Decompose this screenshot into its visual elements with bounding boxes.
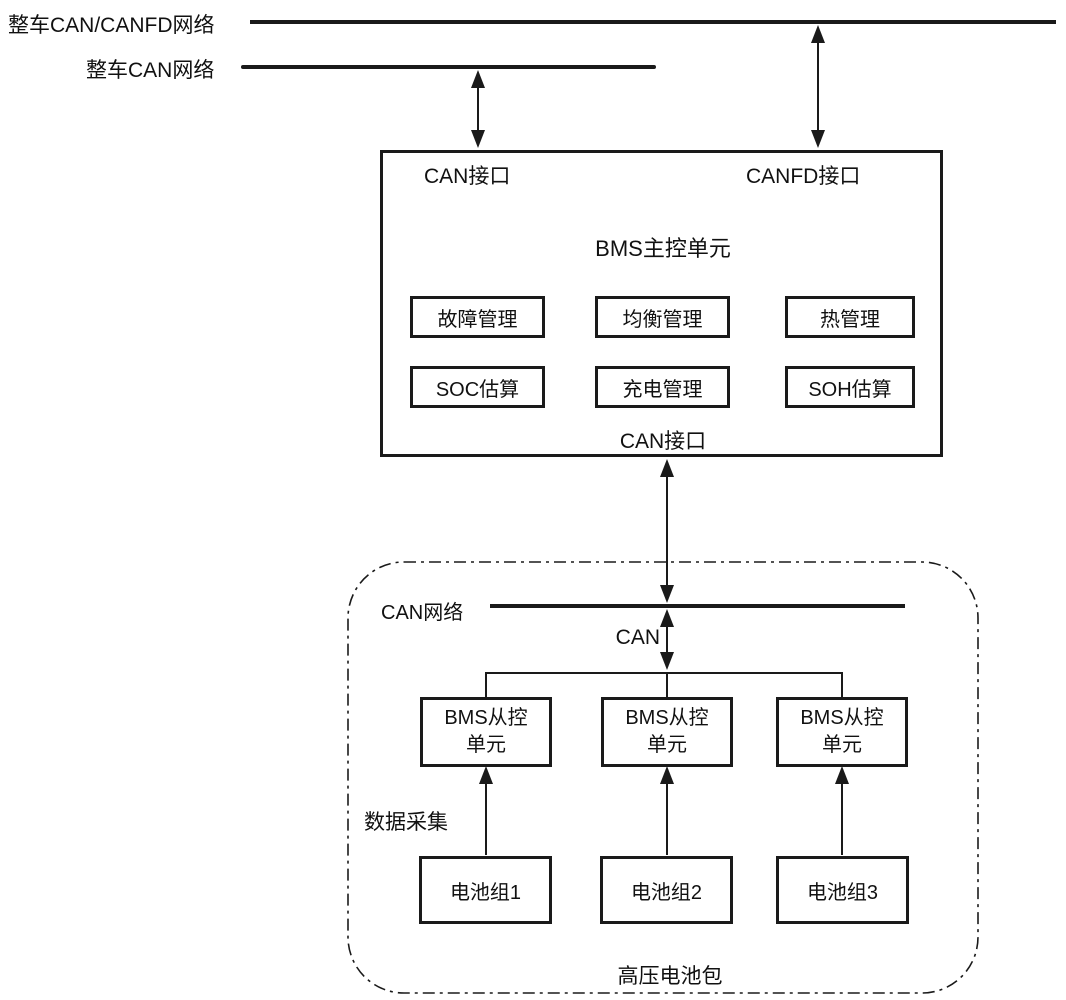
data-acquisition-arrow-2 bbox=[660, 766, 674, 855]
slave-unit-box-2: BMS从控单元 bbox=[601, 697, 733, 767]
slave-unit-label: BMS从控单元 bbox=[625, 707, 709, 756]
canfd-port-arrow bbox=[811, 25, 825, 148]
vehicle-can-bus-label: 整车CAN网络 bbox=[86, 59, 215, 82]
module-balance-management: 均衡管理 bbox=[595, 296, 730, 338]
module-fault-management: 故障管理 bbox=[410, 296, 545, 338]
slave-unit-box-1: BMS从控单元 bbox=[420, 697, 552, 767]
slave-unit-box-3: BMS从控单元 bbox=[776, 697, 908, 767]
module-soc-estimation: SOC估算 bbox=[410, 366, 545, 408]
bms-master-unit-title: BMS主控单元 bbox=[595, 236, 731, 261]
battery-group-box-1: 电池组1 bbox=[419, 856, 552, 924]
data-acquisition-label: 数据采集 bbox=[364, 811, 448, 834]
can-link-label: CAN bbox=[615, 626, 660, 649]
canfd-port-label: CANFD接口 bbox=[746, 165, 861, 188]
module-charge-management: 充电管理 bbox=[595, 366, 730, 408]
module-thermal-management: 热管理 bbox=[785, 296, 915, 338]
slave-unit-label: BMS从控单元 bbox=[444, 707, 528, 756]
module-soh-estimation: SOH估算 bbox=[785, 366, 915, 408]
battery-group-box-3: 电池组3 bbox=[776, 856, 909, 924]
slave-connector-rail bbox=[485, 672, 843, 697]
can-port-label: CAN接口 bbox=[424, 165, 511, 188]
can-port-arrow bbox=[471, 70, 485, 148]
data-acquisition-arrow-1 bbox=[479, 766, 493, 855]
vehicle-canfd-bus-label: 整车CAN/CANFD网络 bbox=[8, 14, 215, 37]
master-to-pack-arrow bbox=[660, 459, 674, 603]
can-link-arrow bbox=[660, 609, 674, 670]
data-acquisition-arrow-3 bbox=[835, 766, 849, 855]
slave-unit-label: BMS从控单元 bbox=[800, 707, 884, 756]
battery-pack-label: 高压电池包 bbox=[617, 965, 723, 988]
pack-can-bus-label: CAN网络 bbox=[381, 602, 464, 624]
battery-group-box-2: 电池组2 bbox=[600, 856, 733, 924]
battery-pack-container-border bbox=[347, 561, 979, 994]
master-bottom-can-port-label: CAN接口 bbox=[619, 430, 707, 453]
bms-master-unit-box bbox=[380, 150, 943, 457]
